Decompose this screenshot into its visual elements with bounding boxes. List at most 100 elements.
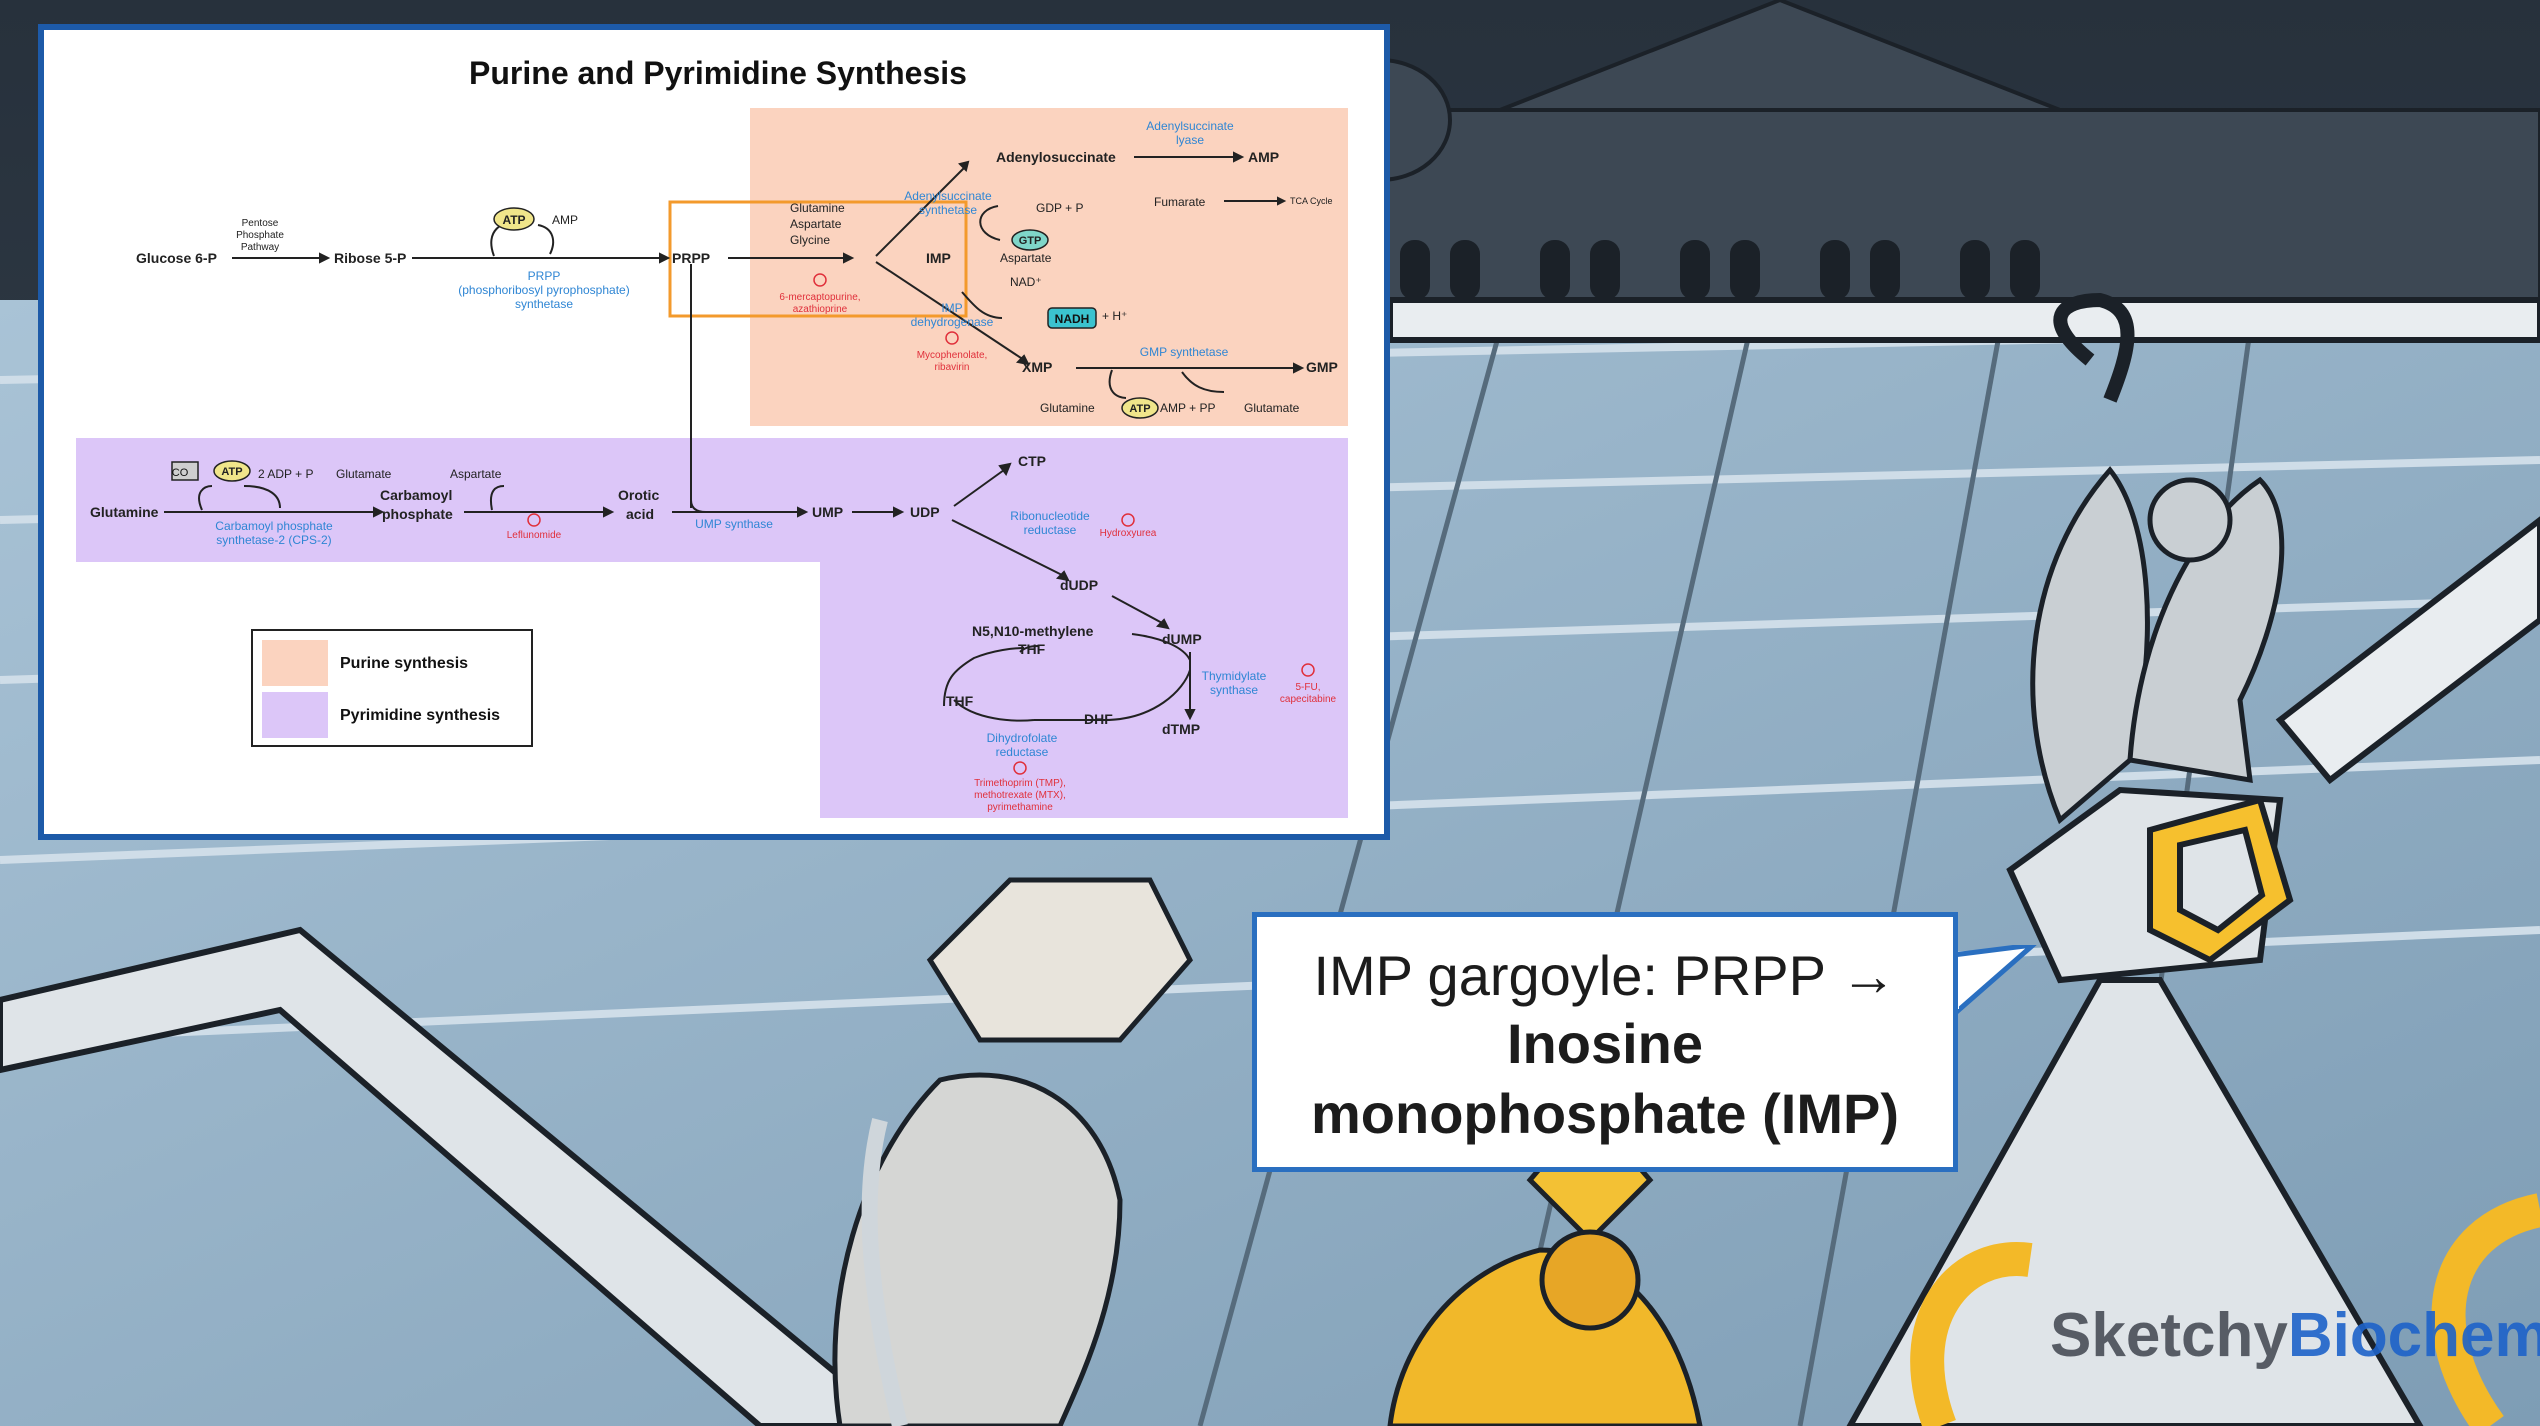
carbamoyl-2: phosphate <box>382 506 453 522</box>
gmp-product: GMP <box>1306 359 1338 375</box>
adp-pi: 2 ADP + P <box>258 467 313 481</box>
tmp-2: methotrexate (MTX), <box>974 790 1066 801</box>
glutamine-g: Glutamine <box>1040 401 1095 415</box>
thf-node: THF <box>946 693 974 709</box>
gmp-synth: GMP synthetase <box>1140 345 1229 359</box>
carbamoyl-1: Carbamoyl <box>380 487 452 503</box>
lyase-2: lyase <box>1176 133 1204 147</box>
merc-1: 6-mercaptopurine, <box>779 292 860 303</box>
atp-g-label: ATP <box>1129 403 1150 415</box>
cat-statue <box>832 877 1193 1426</box>
dhf-node: DHF <box>1084 711 1113 727</box>
ppp-2: Phosphate <box>236 230 284 241</box>
legend-swatch-purine <box>262 640 328 686</box>
myco-1: Mycophenolate, <box>917 350 988 361</box>
udp-node: UDP <box>910 504 940 520</box>
diagram-title: Purine and Pyrimidine Synthesis <box>469 55 967 91</box>
as-synth-2: synthetase <box>919 203 977 217</box>
ppp-1: Pentose <box>242 218 279 229</box>
atp-g-pill <box>1121 397 1159 419</box>
rnr-2: reductase <box>1024 523 1077 537</box>
cps-2: synthetase-2 (CPS-2) <box>216 533 331 547</box>
prpp-enzyme-3: synthetase <box>515 297 573 311</box>
xmp-node: XMP <box>1022 359 1052 375</box>
prpp-imp-highlight <box>668 200 968 318</box>
nadh-label: NADH <box>1055 312 1090 326</box>
ump-synth: UMP synthase <box>695 517 773 531</box>
co2-box <box>171 461 199 481</box>
imp-node: IMP <box>926 250 951 266</box>
impdh-1: IMP <box>941 301 962 315</box>
gargoyle-pedestal <box>2006 786 2294 984</box>
amp-ppi: AMP + PP <box>1160 401 1215 415</box>
imp-gargoyle-callout: IMP gargoyle: PRPP → Inosine monophospha… <box>1252 912 1958 1172</box>
prpp-node: PRPP <box>672 250 710 266</box>
fu-1: 5-FU, <box>1296 682 1321 693</box>
legend-swatch-pyrimidine <box>262 692 328 738</box>
dump-node: dUMP <box>1162 631 1202 647</box>
nadh-pill <box>1047 307 1097 329</box>
monk-figure <box>1387 1106 1703 1426</box>
adenylosuccinate-node: Adenylosuccinate <box>996 149 1116 165</box>
callout-line1: IMP gargoyle: PRPP → <box>1313 944 1897 1007</box>
ppp-3: Pathway <box>241 242 279 253</box>
brand-part2: Biochem <box>2287 1301 2540 1370</box>
sketchy-biochem-watermark: SketchyBiochem <box>2050 1300 2540 1410</box>
rnr-1: Ribonucleotide <box>1010 509 1090 523</box>
gdp-pi: GDP + P <box>1036 201 1083 215</box>
glucose-6p: Glucose 6-P <box>136 250 217 266</box>
fumarate: Fumarate <box>1154 195 1206 209</box>
amp-product: AMP <box>1248 149 1279 165</box>
nad: NAD⁺ <box>1010 275 1042 289</box>
legend-label-purine: Purine synthesis <box>340 655 468 672</box>
cps-1: Carbamoyl phosphate <box>215 519 333 533</box>
orotic-2: acid <box>626 506 654 522</box>
brand-part1: Sketchy <box>2050 1301 2288 1370</box>
hydroxyurea: Hydroxyurea <box>1100 528 1157 539</box>
myco-2: ribavirin <box>934 362 969 373</box>
purine-region <box>750 108 1348 426</box>
mthf-2: THF <box>1018 641 1046 657</box>
dhfr-1: Dihydrofolate <box>987 731 1058 745</box>
golden-arches <box>1910 1193 2540 1426</box>
tmp-3: pyrimethamine <box>987 802 1053 813</box>
callout-tail <box>1953 945 2037 1019</box>
pathway-arrows <box>164 151 1305 722</box>
mthf-1: N5,N10-methylene <box>972 623 1094 639</box>
prpp-enzyme-1: PRPP <box>528 269 561 283</box>
hplus: + H⁺ <box>1102 309 1127 323</box>
atp2-pill <box>213 460 251 482</box>
lyase-1: Adenylsuccinate <box>1146 119 1234 133</box>
fu-2: capecitabine <box>1280 694 1337 705</box>
glycine-p: Glycine <box>790 233 830 247</box>
tca: TCA Cycle <box>1290 196 1333 206</box>
callout-line3: monophosphate (IMP) <box>1311 1082 1899 1145</box>
aspartate-a: Aspartate <box>1000 251 1052 265</box>
dudp-node: dUDP <box>1060 577 1098 593</box>
atp2-label: ATP <box>221 466 242 478</box>
legend-label-pyrimidine: Pyrimidine synthesis <box>340 707 500 724</box>
aspartate-c: Aspartate <box>450 467 502 481</box>
atp-label: ATP <box>502 213 525 227</box>
pyrimidine-region-top <box>76 438 1348 562</box>
dhfr-2: reductase <box>996 745 1049 759</box>
glutamine-p: Glutamine <box>790 201 845 215</box>
pyrimidine-region-bottom <box>820 562 1348 818</box>
glutamine-c: Glutamine <box>90 504 159 520</box>
gtp-pill <box>1011 229 1049 251</box>
gargoyle-figure <box>2030 292 2285 825</box>
glutamate-g: Glutamate <box>1244 401 1300 415</box>
orotic-1: Orotic <box>618 487 659 503</box>
ump-node: UMP <box>812 504 843 520</box>
ribose-5p: Ribose 5-P <box>334 250 406 266</box>
tmp-1: Trimethoprim (TMP), <box>974 778 1066 789</box>
amp-byproduct: AMP <box>552 213 578 227</box>
ts-2: synthase <box>1210 683 1258 697</box>
leflunomide: Leflunomide <box>507 530 562 541</box>
dtmp-node: dTMP <box>1162 721 1200 737</box>
aspartate-p: Aspartate <box>790 217 842 231</box>
atp-pill <box>493 207 535 231</box>
as-synth-1: Adenylsuccinate <box>904 189 992 203</box>
impdh-2: dehydrogenase <box>911 315 994 329</box>
prpp-enzyme-2: (phosphoribosyl pyrophosphate) <box>458 283 629 297</box>
